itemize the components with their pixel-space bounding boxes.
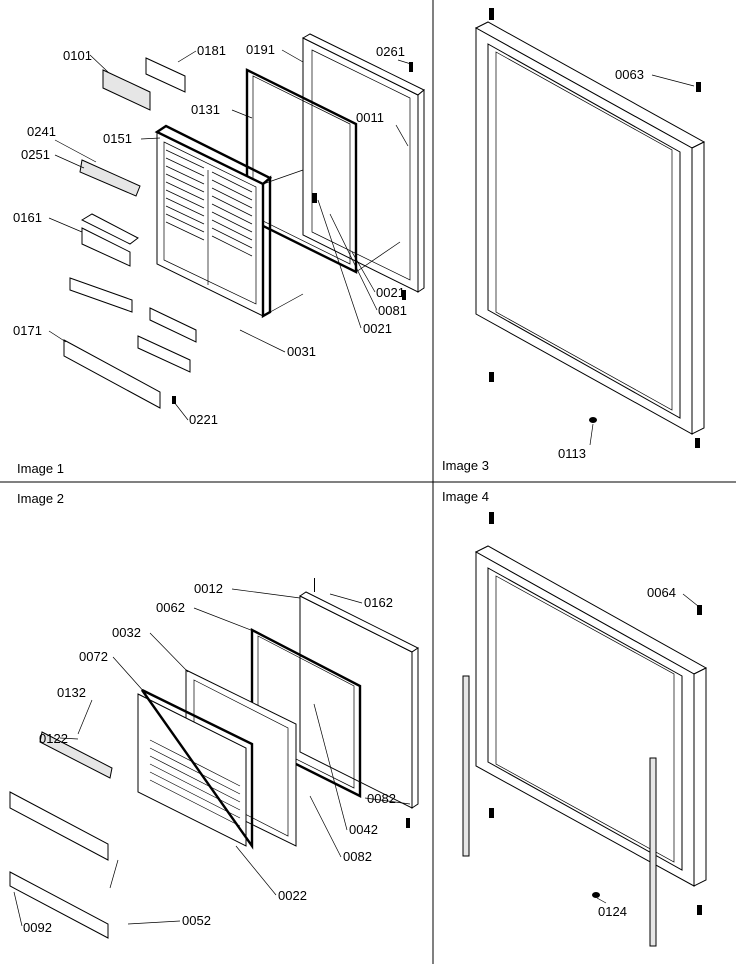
part-label: 0241: [27, 124, 56, 139]
part-label: 0062: [156, 600, 185, 615]
part-label: 0064: [647, 585, 676, 600]
part-label: 0124: [598, 904, 627, 919]
part-label: 0181: [197, 43, 226, 58]
part-label: 0052: [182, 913, 211, 928]
part-label: 0101: [63, 48, 92, 63]
image-1-illustration: [63, 33, 425, 409]
image-4-caption: Image 4: [442, 489, 489, 504]
part-label: 0131: [191, 102, 220, 117]
part-label: 0122: [39, 731, 68, 746]
part-label: 0072: [79, 649, 108, 664]
part-label: 0031: [287, 344, 316, 359]
part-label: 0021: [363, 321, 392, 336]
part-label: 0042: [349, 822, 378, 837]
part-label: 0082: [343, 849, 372, 864]
part-label: 0032: [112, 625, 141, 640]
part-label: 0191: [246, 42, 275, 57]
image-3-illustration: [474, 8, 706, 448]
part-label: 0022: [278, 888, 307, 903]
part-label: 0011: [356, 110, 384, 125]
image-2-illustration: [9, 578, 419, 939]
part-label: 0251: [21, 147, 50, 162]
image-3-caption: Image 3: [442, 458, 489, 473]
part-label: 0081: [378, 303, 407, 318]
image-4-callouts: 0064 0124 Image 4: [442, 489, 699, 919]
image-3-callouts: 0063 0113 Image 3: [442, 67, 695, 473]
image-4-illustration: [462, 512, 708, 947]
part-label: 0113: [558, 446, 586, 461]
part-label: 0012: [194, 581, 223, 596]
part-label: 0092: [23, 920, 52, 935]
part-label: 0132: [57, 685, 86, 700]
image-2-callouts: 0012 0162 0062 0032 0072 0132 0122 0082 …: [13, 491, 411, 935]
part-label: 0221: [189, 412, 218, 427]
part-label: 0151: [103, 131, 132, 146]
part-label: 0162: [364, 595, 393, 610]
part-label: 0171: [13, 323, 42, 338]
image-2-caption: Image 2: [17, 491, 64, 506]
part-label: 0161: [13, 210, 42, 225]
part-label: 0021: [376, 285, 405, 300]
image-1-caption: Image 1: [17, 461, 64, 476]
part-label: 0082: [367, 791, 396, 806]
part-label: 0261: [376, 44, 405, 59]
part-label: 0063: [615, 67, 644, 82]
image-1-callouts: 0101 0181 0191 0261 0131 0241 0251 0151 …: [13, 42, 412, 476]
